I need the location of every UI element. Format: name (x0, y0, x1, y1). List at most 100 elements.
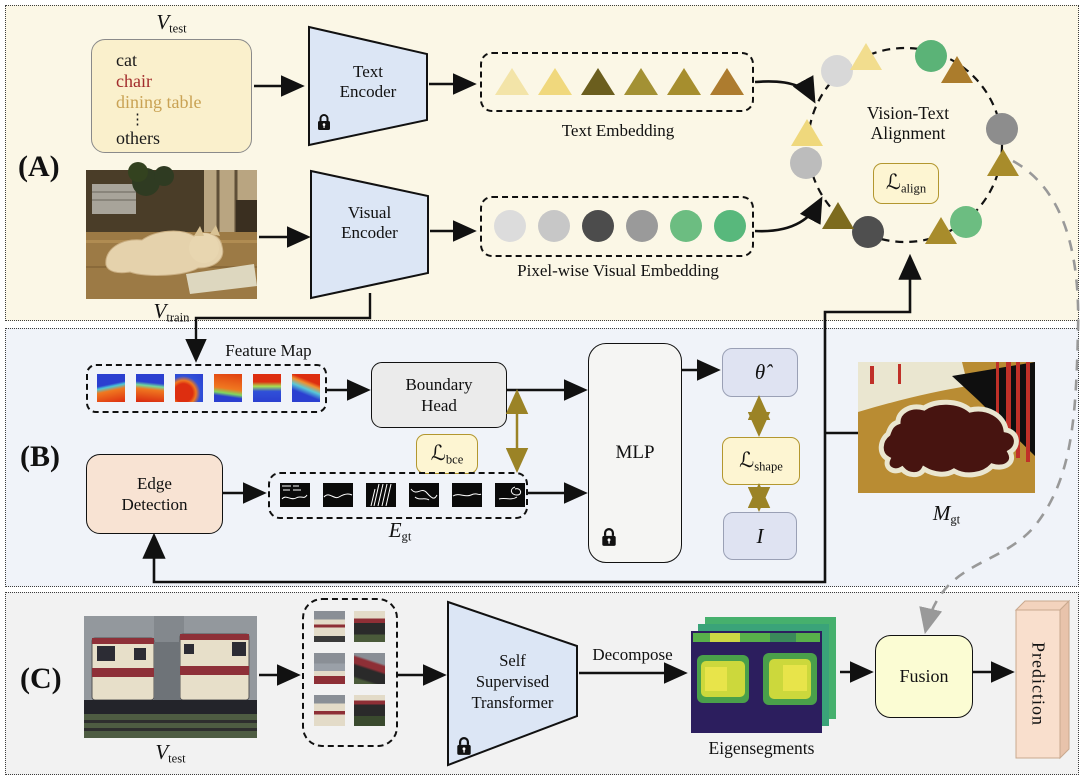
mgt-sub: gt (950, 512, 961, 527)
boundary-head-line2: Head (421, 396, 457, 415)
image-patch (354, 653, 385, 684)
panel-c-letter: (C) (20, 662, 62, 695)
patches-box (302, 598, 398, 747)
visual-embedding-token (626, 210, 658, 242)
mlp-label: MLP (615, 442, 655, 464)
edge-detection-line1: Edge (137, 473, 172, 493)
panel-b-letter: (B) (20, 440, 60, 473)
identity-box: I (723, 512, 797, 560)
transformer-label: Self Supervised Transformer (448, 650, 577, 713)
identity-label: I (756, 523, 764, 548)
lock-icon (602, 528, 616, 546)
prediction-label-wrap: Prediction (1016, 612, 1060, 756)
loss-shape-base: ℒ (739, 447, 755, 472)
edge-tile (495, 483, 525, 507)
lock-icon (457, 737, 471, 755)
vtest-sub: test (169, 21, 187, 36)
vtrain-base: V (153, 299, 167, 323)
feature-map-tile (292, 374, 320, 402)
eigensegments-caption: Eigensegments (708, 738, 815, 758)
text-encoder-line2: Encoder (339, 81, 397, 101)
vtest-label-c: Vtest (84, 740, 257, 766)
alignment-line2: Alignment (870, 123, 946, 144)
feature-map-tile (253, 374, 281, 402)
mgt-caption: Mgt (858, 501, 1035, 527)
text-embedding-token (667, 68, 701, 95)
edge-detection-node: Edge Detection (86, 454, 223, 534)
fusion-label: Fusion (899, 666, 949, 687)
decompose-caption: Decompose (592, 645, 673, 664)
panel-a-letter: (A) (18, 150, 60, 183)
text-embedding-caption: Text Embedding (561, 121, 675, 140)
visual-embedding-box (480, 196, 754, 257)
text-encoder-label: Text Encoder (309, 62, 427, 101)
visual-embedding-token (494, 210, 526, 242)
visual-embedding-caption: Pixel-wise Visual Embedding (517, 261, 719, 280)
loss-align-base: ℒ (885, 170, 901, 195)
edge-tile (452, 483, 482, 507)
edge-detection-line2: Detection (121, 495, 188, 514)
loss-bce-box: ℒbce (416, 434, 478, 474)
feature-map-tile (175, 374, 203, 402)
class-label: cat (116, 50, 137, 70)
feature-map-tile (136, 374, 164, 402)
feature-map-box (86, 364, 327, 413)
image-patch (314, 611, 345, 642)
visual-encoder-line2: Encoder (341, 222, 398, 242)
theta-box: θ̂ (722, 348, 798, 397)
image-patch (314, 695, 345, 726)
visual-embedding-token (670, 210, 702, 242)
feature-map-tile (97, 374, 125, 402)
vtest-base: V (156, 10, 170, 34)
class-label: others (116, 128, 160, 148)
mgt-base: M (932, 501, 951, 525)
visual-embedding-token (714, 210, 746, 242)
image-patch (354, 611, 385, 642)
loss-align-sub: align (900, 181, 927, 196)
text-encoder-line1: Text (353, 62, 383, 81)
text-embedding-token (581, 68, 615, 95)
edge-tile (280, 483, 310, 507)
visual-encoder-line1: Visual (347, 203, 392, 222)
image-patch (314, 653, 345, 684)
loss-shape-sub: shape (754, 459, 783, 474)
class-label: dining table (116, 92, 202, 112)
vtest-c-base: V (155, 740, 169, 764)
class-label: chair (116, 71, 152, 91)
text-embedding-token (495, 68, 529, 95)
lock-icon (318, 114, 330, 130)
egt-caption: Egt (330, 518, 470, 544)
egt-tiles (280, 483, 525, 507)
vtrain-label: Vtrain (86, 299, 257, 325)
loss-align-box: ℒalign (873, 163, 939, 204)
text-embedding-tokens (495, 68, 744, 95)
feature-map-tile (214, 374, 242, 402)
theta-label: θ̂ (754, 360, 766, 384)
transformer-line3: Transformer (471, 693, 554, 712)
text-embedding-token (624, 68, 658, 95)
visual-embedding-tokens (494, 210, 746, 242)
vtest-c-sub: test (168, 751, 186, 766)
egt-base: E (388, 518, 402, 542)
visual-embedding-token (582, 210, 614, 242)
edge-tile (366, 483, 396, 507)
image-patch (354, 695, 385, 726)
alignment-line1: Vision-Text (866, 103, 950, 123)
edge-tile (323, 483, 353, 507)
vtest-label-a: Vtest (91, 10, 252, 36)
vtrain-sub: train (166, 310, 190, 325)
visual-embedding-token (538, 210, 570, 242)
loss-shape-box: ℒshape (722, 437, 800, 485)
feature-map-caption: Feature Map (225, 341, 312, 360)
egt-sub: gt (401, 529, 412, 544)
transformer-line1: Self (499, 651, 526, 670)
fusion-node: Fusion (875, 635, 973, 718)
transformer-line2: Supervised (475, 672, 550, 691)
loss-bce-sub: bce (445, 452, 464, 467)
alignment-title: Vision-Text Alignment (842, 103, 974, 143)
feature-map-tiles (97, 374, 320, 402)
edge-tile (409, 483, 439, 507)
